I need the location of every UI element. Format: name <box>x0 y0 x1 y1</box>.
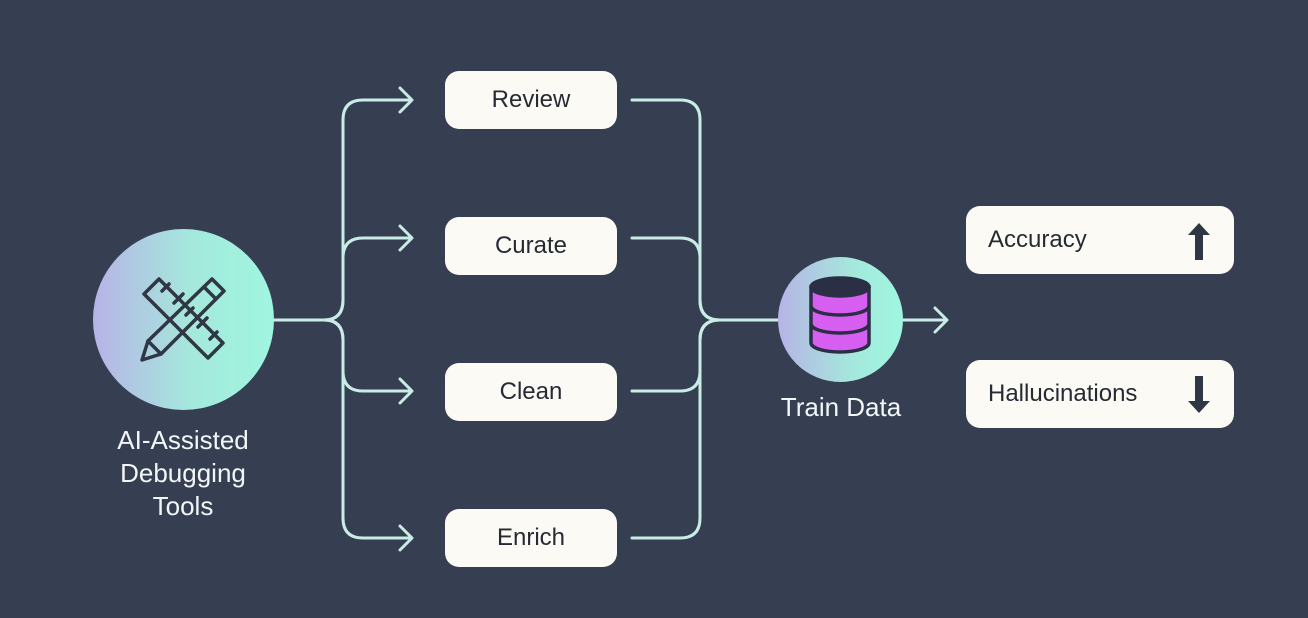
arrowhead-curate <box>398 224 414 252</box>
database-icon <box>809 276 871 354</box>
arrowhead-output <box>933 306 949 334</box>
merge-review <box>630 98 722 322</box>
outcome-accuracy: Accuracy <box>966 206 1234 274</box>
source-label-line: AI-Assisted <box>117 425 249 455</box>
merge-clean <box>630 318 722 393</box>
source-label-line: Debugging <box>120 458 246 488</box>
arrowhead-review <box>398 86 414 114</box>
source-label-line: Tools <box>152 491 214 521</box>
step-enrich: Enrich <box>445 509 617 567</box>
outcome-hallucinations: Hallucinations <box>966 360 1234 428</box>
train-data-label: Train Data <box>780 392 902 422</box>
step-review: Review <box>445 71 617 129</box>
arrow-down-icon <box>1188 376 1210 413</box>
step-curate: Curate <box>445 217 617 275</box>
arrow-up-icon <box>1188 223 1210 260</box>
train-data-node <box>778 257 903 382</box>
outcome-label: Hallucinations <box>988 380 1138 407</box>
branch-clean <box>322 318 412 393</box>
arrowhead-clean <box>398 377 414 405</box>
outcome-label: Accuracy <box>988 226 1087 253</box>
merge-curate <box>630 236 722 322</box>
pencil-ruler-icon <box>140 277 226 362</box>
merge-enrich <box>630 318 722 540</box>
branch-curate <box>322 236 412 322</box>
branch-review <box>322 98 412 322</box>
source-label: AI-Assisted Debugging Tools <box>73 424 293 523</box>
source-node <box>93 229 274 410</box>
branch-enrich <box>322 318 412 540</box>
step-clean: Clean <box>445 363 617 421</box>
arrowhead-enrich <box>398 524 414 552</box>
